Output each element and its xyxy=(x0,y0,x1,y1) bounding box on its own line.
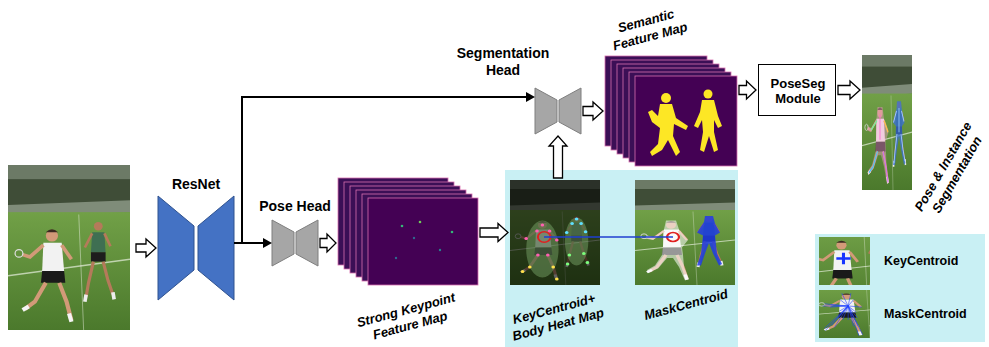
node-label: Segmentation Head xyxy=(453,45,553,79)
hollow-arrow xyxy=(136,239,156,257)
node-label: ResNet xyxy=(156,176,236,193)
node-label: KeyCentroid+ Body Heat Map xyxy=(504,288,609,344)
output-photo xyxy=(862,55,912,190)
node-label: Pose & Instance Segmentation xyxy=(908,114,989,227)
segmentation-head: Segmentation Head xyxy=(535,88,581,134)
node-label: PoseSeg Module xyxy=(765,76,831,107)
connector xyxy=(838,81,860,99)
connector xyxy=(549,136,567,178)
heatmap-image: KeyCentroid+ Body Heat Map xyxy=(510,180,600,285)
output-image: Pose & Instance Segmentation xyxy=(862,55,912,190)
connector xyxy=(583,102,603,120)
input-photo xyxy=(8,165,130,330)
connector xyxy=(739,81,756,99)
mask-image: MaskCentroid xyxy=(635,180,735,285)
legend-label: KeyCentroid xyxy=(884,254,958,268)
hollow-arrow xyxy=(320,234,336,252)
connector-line xyxy=(234,97,527,243)
resnet-shape xyxy=(158,196,234,300)
hollow-arrow xyxy=(480,224,508,242)
arrowhead xyxy=(263,238,272,248)
hollow-arrow xyxy=(838,81,860,99)
pose-head: Pose Head xyxy=(272,220,318,266)
node-label: Pose Head xyxy=(250,198,340,215)
hollow-arrow xyxy=(739,81,756,99)
centroid-link xyxy=(544,236,673,238)
heatmap-photo xyxy=(510,180,600,285)
connector xyxy=(320,234,336,252)
connector xyxy=(234,92,535,243)
connector xyxy=(600,237,635,238)
feature-stack xyxy=(605,56,737,166)
node-label: Semantic Feature Map xyxy=(600,1,695,54)
process-box: PoseSeg Module xyxy=(758,64,836,116)
node-label: MaskCentroid xyxy=(631,283,741,327)
feature-stack xyxy=(338,178,478,285)
legend-label: MaskCentroid xyxy=(884,307,967,321)
arrowhead xyxy=(526,92,535,102)
hollow-arrow xyxy=(549,136,567,178)
feature-map: Semantic Feature Map xyxy=(605,56,737,166)
node-label: Strong Keypoint Feature Map xyxy=(347,287,469,347)
hollow-arrow xyxy=(583,102,603,120)
connector-line xyxy=(600,236,635,238)
feature-map: Strong Keypoint Feature Map xyxy=(338,178,478,285)
head-shape xyxy=(535,88,581,134)
mask-photo xyxy=(635,180,735,285)
head-shape xyxy=(272,220,318,266)
resnet-block: ResNet xyxy=(158,196,234,300)
legend-thumb xyxy=(814,264,905,339)
connector xyxy=(480,224,508,242)
